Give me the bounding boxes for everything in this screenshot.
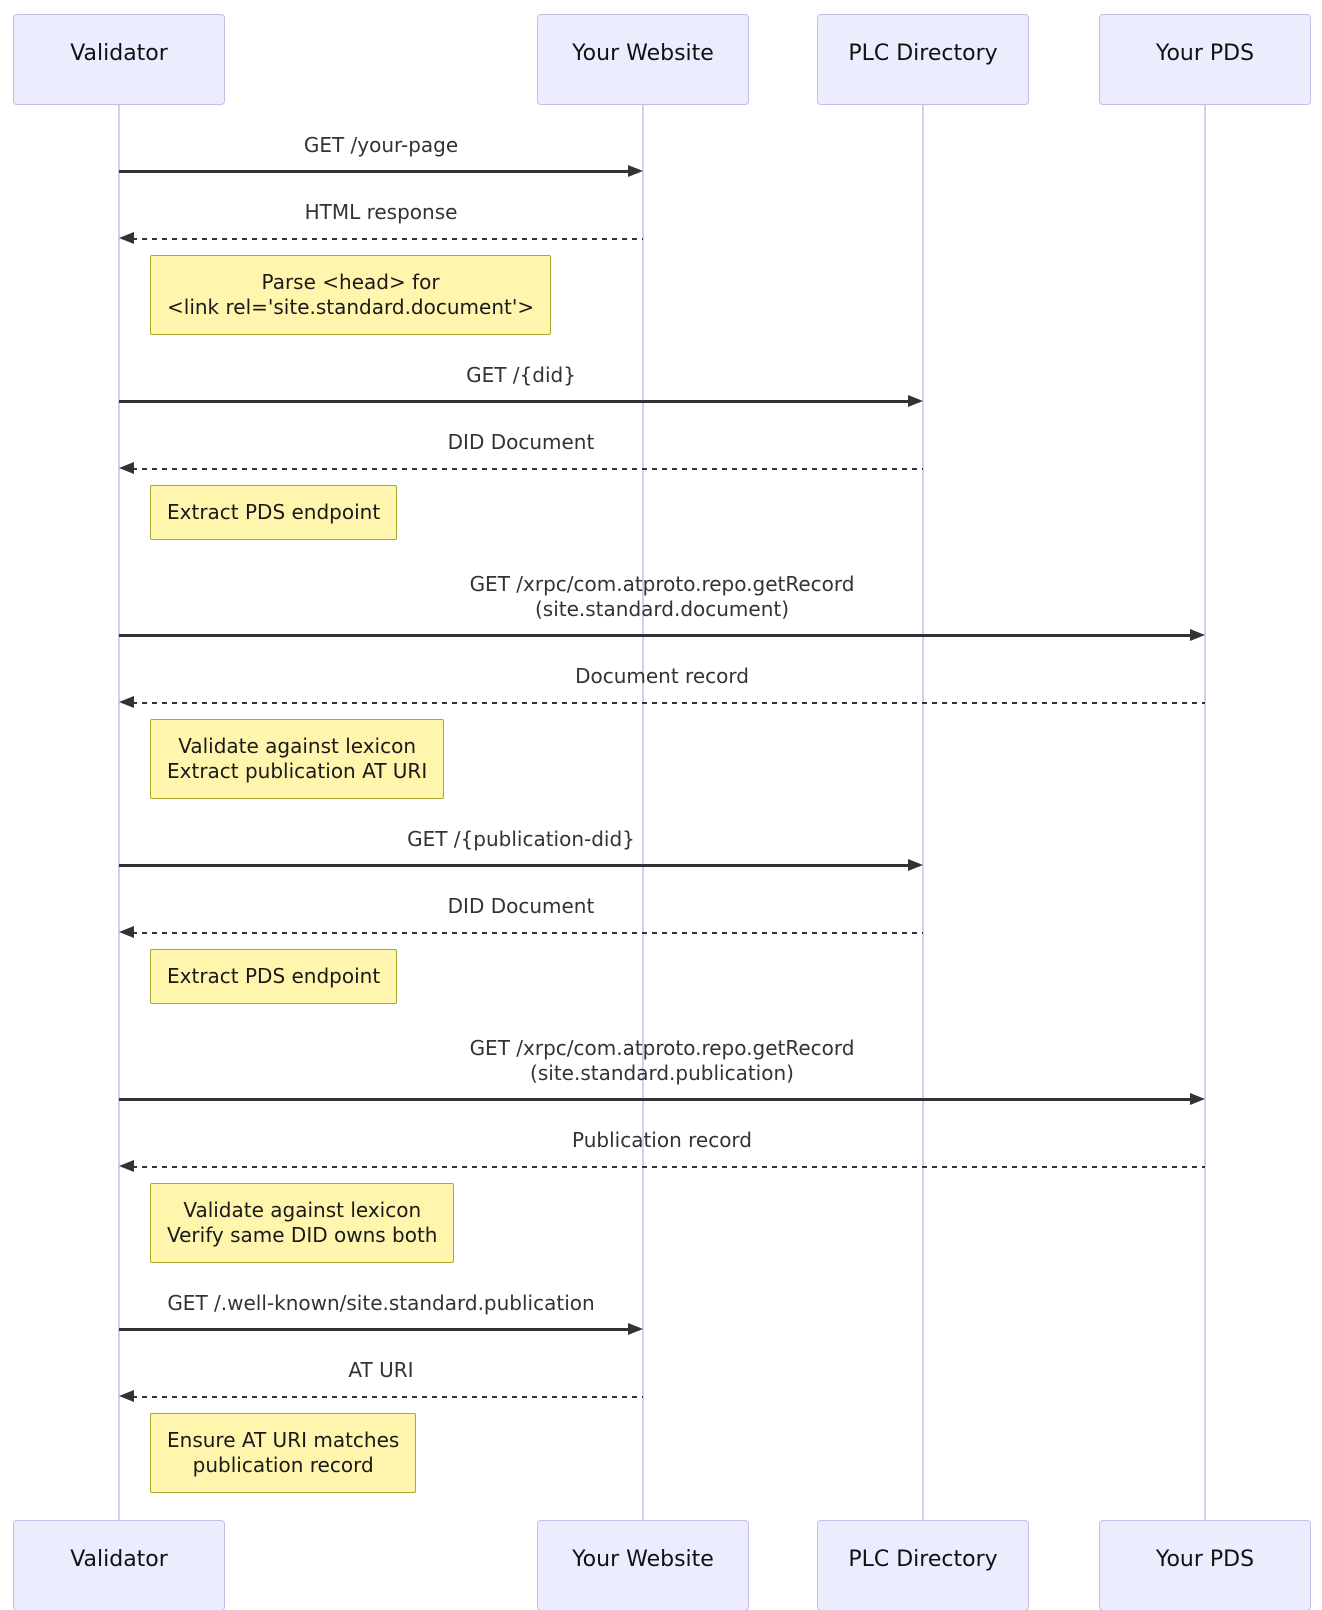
note-line: Validate against lexicon [183, 1198, 422, 1222]
message-5-label: DID Document [119, 430, 923, 455]
message-label-line: AT URI [348, 1358, 414, 1382]
participant-your-pds-bottom: Your PDS [1099, 1520, 1311, 1610]
message-14-label: Publication record [119, 1128, 1205, 1153]
message-5-line [132, 468, 923, 470]
message-13-line [119, 1098, 1192, 1101]
arrowhead-icon [908, 859, 923, 871]
arrowhead-icon [119, 232, 134, 244]
participant-your-pds-top: Your PDS [1099, 14, 1311, 105]
arrowhead-icon [119, 696, 134, 708]
message-10-label: GET /{publication-did} [119, 827, 923, 852]
message-4-label: GET /{did} [119, 363, 923, 388]
message-4-line [119, 400, 910, 403]
participant-your-website-bottom: Your Website [537, 1520, 749, 1610]
message-label-line: GET /your-page [303, 133, 459, 157]
message-11-label: DID Document [119, 894, 923, 919]
message-label-line: GET /{publication-did} [407, 827, 635, 851]
note-line: Extract publication AT URI [167, 759, 428, 783]
arrowhead-icon [1190, 629, 1205, 641]
participant-plc-directory-bottom: PLC Directory [817, 1520, 1029, 1610]
arrowhead-icon [628, 165, 643, 177]
participant-label: Your Website [572, 1547, 714, 1572]
note-12: Extract PDS endpoint [150, 949, 398, 1004]
message-8-line [132, 702, 1205, 704]
note-line: Verify same DID owns both [167, 1223, 438, 1247]
arrowhead-icon [628, 1323, 643, 1335]
note-line: Validate against lexicon [178, 734, 417, 758]
note-line: Extract PDS endpoint [167, 964, 381, 988]
message-17-label: AT URI [119, 1358, 643, 1383]
lifeline-your-pds [1204, 105, 1206, 1520]
participant-label: Your PDS [1155, 1547, 1255, 1572]
participant-plc-directory-top: PLC Directory [817, 14, 1029, 105]
message-13-label: GET /xrpc/com.atproto.repo.getRecord(sit… [119, 1036, 1205, 1086]
message-label-line: GET /xrpc/com.atproto.repo.getRecord [469, 572, 855, 596]
note-line: <link rel='site.standard.document'> [167, 295, 535, 319]
message-label-line: DID Document [447, 430, 595, 454]
message-2-line [132, 238, 643, 240]
arrowhead-icon [119, 462, 134, 474]
message-label-line: (site.standard.document) [534, 597, 790, 621]
message-1-label: GET /your-page [119, 133, 643, 158]
message-16-line [119, 1328, 630, 1331]
message-7-label: GET /xrpc/com.atproto.repo.getRecord(sit… [119, 572, 1205, 622]
lifeline-plc-directory [922, 105, 924, 1520]
participant-label: Validator [70, 41, 168, 66]
message-8-label: Document record [119, 664, 1205, 689]
message-label-line: Document record [575, 664, 749, 688]
lifeline-your-website [642, 105, 644, 1520]
lifeline-validator [118, 105, 120, 1520]
note-line: Extract PDS endpoint [167, 500, 381, 524]
arrowhead-icon [119, 1160, 134, 1172]
arrowhead-icon [908, 395, 923, 407]
note-6: Extract PDS endpoint [150, 485, 398, 540]
message-label-line: GET /.well-known/site.standard.publicati… [167, 1291, 595, 1315]
note-line: Parse <head> for [261, 270, 440, 294]
message-label-line: DID Document [447, 894, 595, 918]
note-3: Parse <head> for<link rel='site.standard… [150, 255, 552, 335]
message-label-line: (site.standard.publication) [530, 1061, 794, 1085]
message-11-line [132, 932, 923, 934]
arrowhead-icon [1190, 1093, 1205, 1105]
participant-validator-top: Validator [13, 14, 225, 105]
message-2-label: HTML response [119, 200, 643, 225]
participant-label: Your PDS [1155, 41, 1255, 66]
message-label-line: GET /{did} [466, 363, 576, 387]
participant-label: Your Website [572, 41, 714, 66]
participant-validator-bottom: Validator [13, 1520, 225, 1610]
message-1-line [119, 170, 630, 173]
note-line: publication record [192, 1453, 374, 1477]
participant-label: PLC Directory [848, 1547, 998, 1572]
message-label-line: Publication record [572, 1128, 752, 1152]
participant-label: Validator [70, 1547, 168, 1572]
arrowhead-icon [119, 926, 134, 938]
arrowhead-icon [119, 1390, 134, 1402]
message-label-line: GET /xrpc/com.atproto.repo.getRecord [469, 1036, 855, 1060]
participant-your-website-top: Your Website [537, 14, 749, 105]
message-16-label: GET /.well-known/site.standard.publicati… [119, 1291, 643, 1316]
note-line: Ensure AT URI matches [167, 1428, 400, 1452]
message-14-line [132, 1166, 1205, 1168]
message-17-line [132, 1396, 643, 1398]
participant-label: PLC Directory [848, 41, 998, 66]
message-7-line [119, 634, 1192, 637]
message-label-line: HTML response [304, 200, 458, 224]
message-10-line [119, 864, 910, 867]
